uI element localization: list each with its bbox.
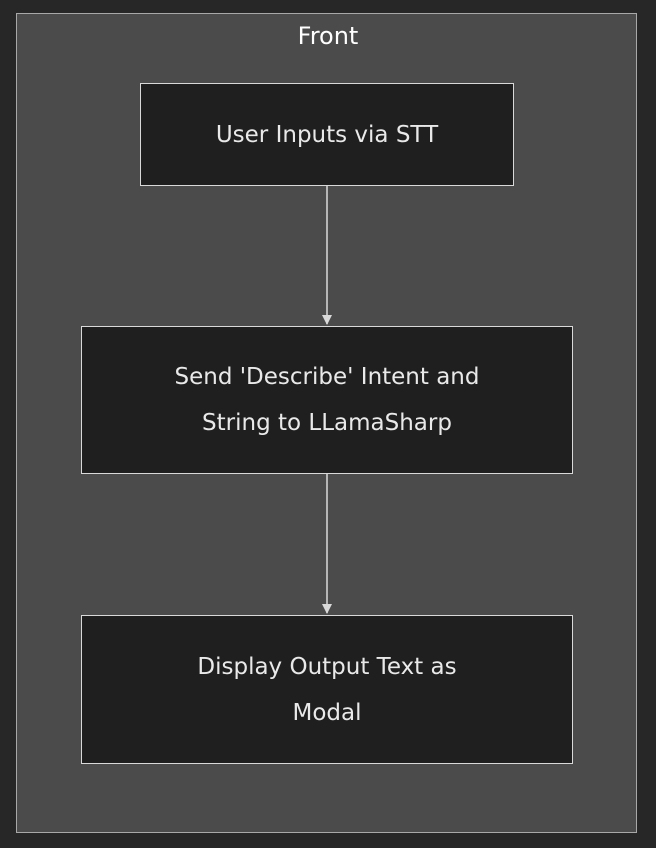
node-send-describe-intent[interactable]: Send 'Describe' Intent and String to LLa… <box>81 326 573 474</box>
node-label-line: Send 'Describe' Intent and <box>174 364 480 390</box>
node-display-output-text[interactable]: Display Output Text as Modal <box>81 615 573 764</box>
node-label-line: User Inputs via STT <box>215 121 439 148</box>
cluster-title: Front <box>297 22 359 50</box>
node-label-line: Modal <box>292 699 362 726</box>
node-label-line: String to LLamaSharp <box>202 410 452 436</box>
node-label-line: Display Output Text as <box>197 653 457 680</box>
node-user-inputs-via-stt[interactable]: User Inputs via STT <box>140 83 514 186</box>
